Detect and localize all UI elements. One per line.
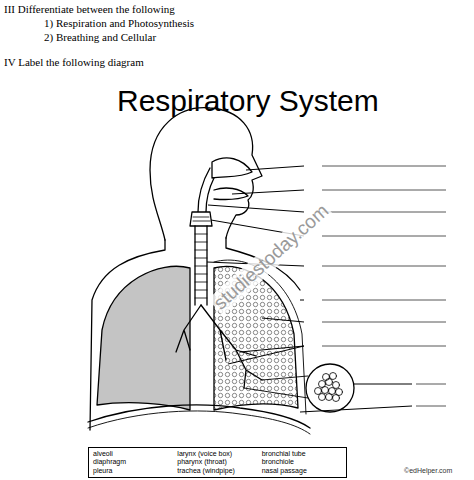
word-bank-term: bronchiole <box>262 458 342 467</box>
diagram-title: Respiratory System <box>117 84 379 118</box>
word-bank-term: alveoli <box>93 450 173 459</box>
question-item: 1) Respiration and Photosynthesis <box>44 17 194 30</box>
question-heading: III Differentiate between the following <box>4 3 175 16</box>
word-bank-term: nasal passage <box>262 467 342 476</box>
word-bank-term: trachea (windpipe) <box>177 467 257 476</box>
question-item: 2) Breathing and Cellular <box>44 31 156 44</box>
word-bank-term: pleura <box>93 467 173 476</box>
word-bank-box: alveoli larynx (voice box) bronchial tube d… <box>88 447 347 479</box>
word-bank-term: larynx (voice box) <box>177 450 257 459</box>
word-bank-term: bronchial tube <box>262 450 342 459</box>
question-heading: IV Label the following diagram <box>4 56 144 69</box>
copyright-note: ©edHelper.com <box>404 466 452 475</box>
word-bank-term: diaphragm <box>93 458 173 467</box>
word-bank-term: pharynx (throat) <box>177 458 257 467</box>
